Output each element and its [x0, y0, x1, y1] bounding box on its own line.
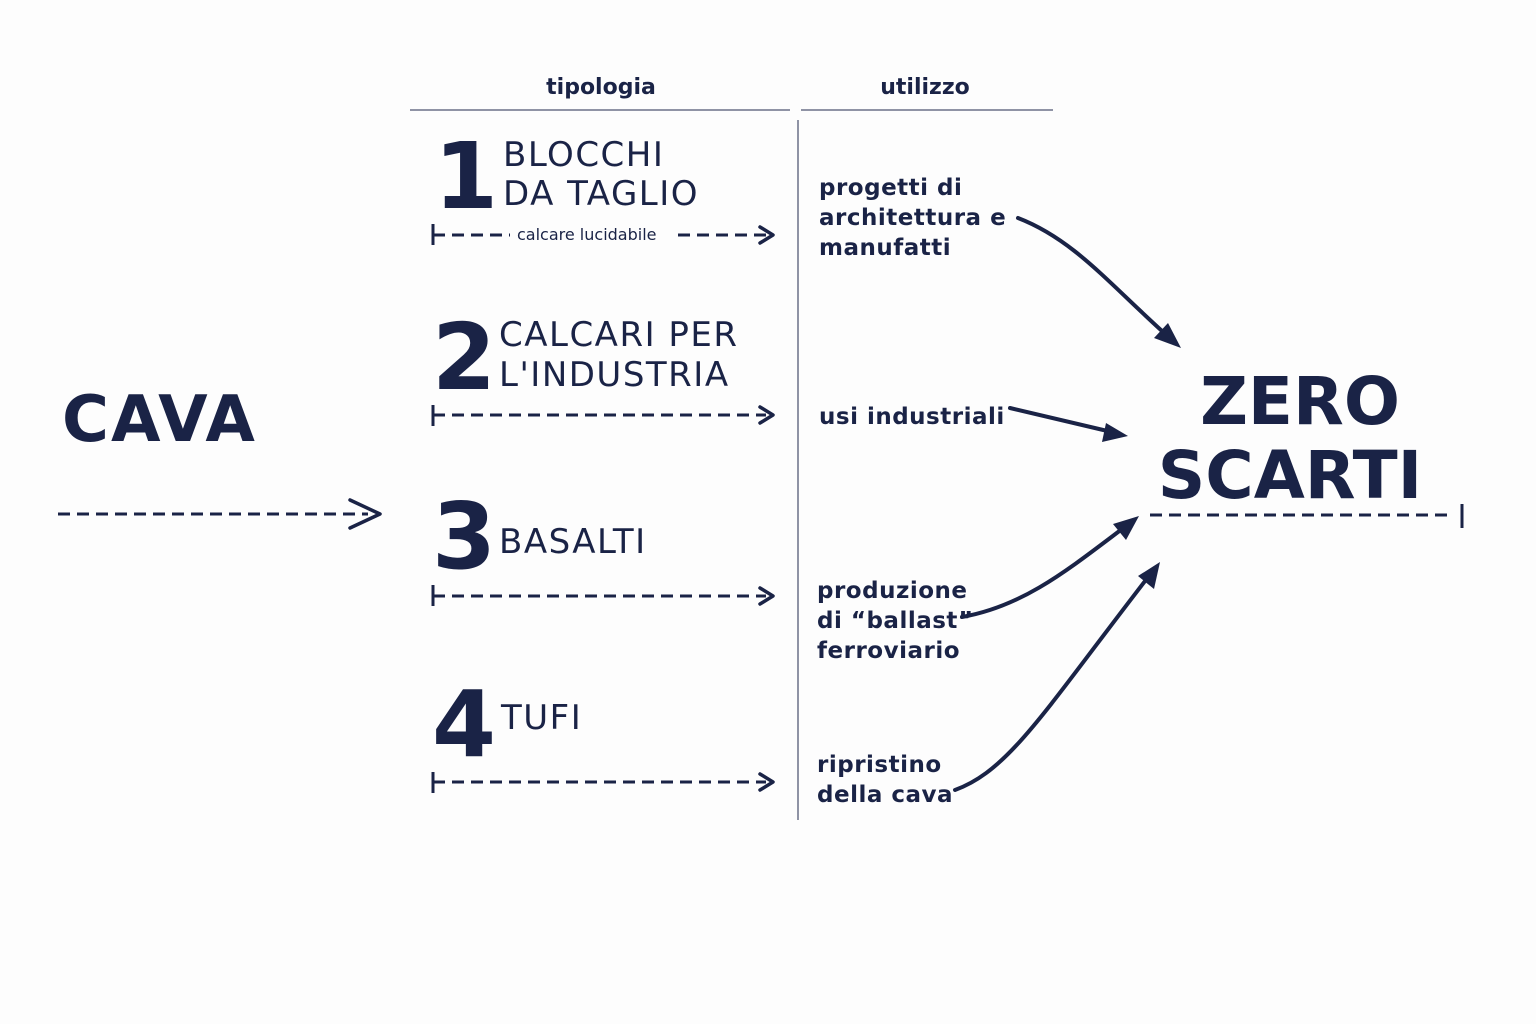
type-4-title-line1: TUFI [500, 698, 582, 738]
type-4-number: 4 [432, 671, 496, 778]
type-3-use-line3: ferroviario [817, 638, 960, 664]
type-2-title-line1: CALCARI PER [499, 315, 739, 355]
arrow-from-use-1-head [1154, 323, 1181, 348]
type-4-arrowhead [758, 772, 775, 792]
type-3-use-line2: di “ballast” [817, 608, 974, 634]
type-4: 4 TUFI ripristino della cava [431, 671, 953, 808]
type-2-title-line2: L'INDUSTRIA [499, 355, 730, 395]
type-1-title-line1: BLOCCHI [503, 135, 664, 175]
arrow-from-use-4-head [1138, 562, 1160, 589]
type-3-title-line1: BASALTI [499, 522, 647, 562]
type-4-use-line2: della cava [817, 782, 953, 808]
type-3-number: 3 [432, 483, 496, 590]
arrow-from-use-4 [953, 570, 1154, 792]
arrow-from-use-2-head [1102, 423, 1128, 442]
type-2-use-line1: usi industriali [819, 404, 1005, 430]
arrow-from-use-3-head [1113, 516, 1139, 540]
type-1-title-line2: DA TAGLIO [503, 174, 699, 214]
type-2-arrowhead [758, 405, 775, 425]
target-line2: SCARTI [1158, 437, 1422, 514]
type-4-use-line1: ripristino [817, 752, 942, 778]
type-1: 1 BLOCCHI DA TAGLIO calcare lucidabile p… [431, 123, 1006, 261]
type-3: 3 BASALTI produzione di “ballast” ferrov… [431, 483, 974, 664]
header-tipologia: tipologia [546, 75, 656, 100]
type-3-arrowhead [758, 586, 775, 606]
arrow-from-use-2 [1008, 406, 1118, 435]
type-2: 2 CALCARI PER L'INDUSTRIA usi industrial… [431, 304, 1005, 430]
type-1-arrowhead [758, 225, 775, 245]
source-arrowhead [348, 498, 382, 530]
type-1-use-line3: manufatti [819, 235, 951, 261]
header-utilizzo: utilizzo [880, 75, 970, 100]
arrow-from-use-1 [1016, 216, 1174, 342]
type-2-number: 2 [432, 304, 496, 411]
target-line1: ZERO [1200, 363, 1400, 440]
type-1-use-line2: architettura e [819, 205, 1006, 231]
type-1-number: 1 [434, 123, 498, 230]
type-3-use-line1: produzione [817, 578, 968, 604]
arrow-from-use-3 [960, 521, 1132, 619]
type-1-arrow-label: calcare lucidabile [517, 225, 656, 244]
source-label: CAVA [62, 383, 257, 457]
type-1-use-line1: progetti di [819, 175, 962, 201]
